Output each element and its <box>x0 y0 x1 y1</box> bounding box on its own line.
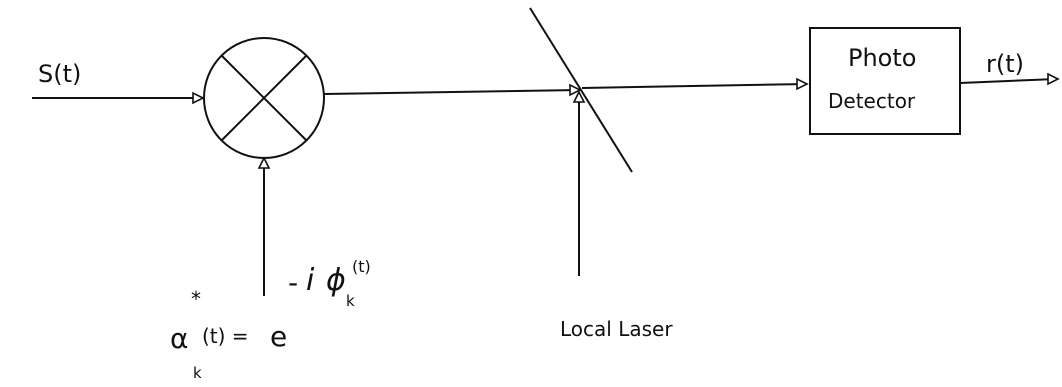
exponential-base: e <box>270 320 287 353</box>
phase-factor-equation: * α k (t) = e - i ϕ k (t) <box>170 257 371 382</box>
photo-detector-label-line1: Photo <box>848 44 916 72</box>
beam-splitter <box>529 7 633 173</box>
exponent-phi-subscript: k <box>346 292 355 310</box>
splitter-to-detector-connection <box>581 77 809 91</box>
exponent-phi-argument: (t) <box>352 257 371 276</box>
exponent-i: i <box>306 263 315 298</box>
alpha-symbol: α <box>170 322 188 355</box>
input-signal-connection <box>32 91 205 105</box>
phase-reference-connection <box>257 156 271 296</box>
output-signal-connection <box>959 72 1060 86</box>
alpha-subscript: k <box>193 364 202 382</box>
mixer-to-splitter-connection <box>323 83 582 97</box>
photo-detector-label-line2: Detector <box>828 89 916 113</box>
alpha-star: * <box>191 287 201 311</box>
local-laser-connection <box>572 90 586 276</box>
exponent-phi: ϕ <box>326 263 346 298</box>
output-signal-label: r(t) <box>986 50 1024 78</box>
mixer-symbol <box>203 37 325 159</box>
exponent-minus: - <box>288 266 298 299</box>
alpha-argument: (t) = <box>202 324 249 348</box>
local-laser-label: Local Laser <box>560 317 673 341</box>
input-signal-label: S(t) <box>38 60 81 88</box>
photo-detector-box: Photo Detector <box>809 27 961 135</box>
